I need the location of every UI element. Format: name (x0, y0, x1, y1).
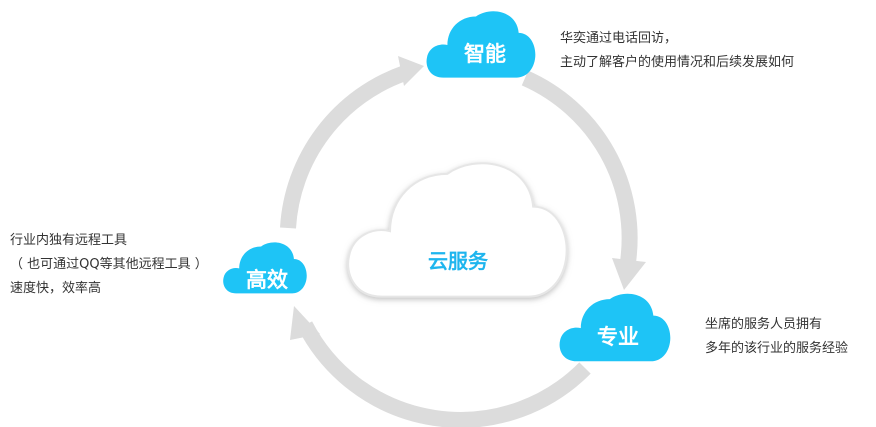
professional-description: 坐席的服务人员拥有 多年的该行业的服务经验 (705, 313, 848, 361)
desc-line: 多年的该行业的服务经验 (705, 341, 849, 356)
smart-description: 华奕通过电话回访， 主动了解客户的使用情况和后续发展如何 (560, 27, 794, 75)
node-smart-label: 智能 (464, 42, 506, 66)
arrowhead-right (398, 56, 424, 86)
arrow-professional-to-efficient (297, 321, 591, 427)
arrowhead-up-left (290, 306, 320, 340)
desc-line: 速度快，效率高 (10, 281, 102, 296)
center-cloud (347, 162, 568, 298)
desc-line: 行业内独有远程工具 (10, 233, 128, 248)
desc-line: 坐席的服务人员拥有 (705, 317, 823, 332)
arrow-efficient-to-smart (280, 65, 408, 229)
desc-line: 华奕通过电话回访， (560, 31, 678, 46)
node-efficient-label: 高效 (246, 268, 288, 292)
arrow-smart-to-professional (521, 70, 638, 264)
efficient-description: 行业内独有远程工具 （ 也可通过QQ等其他远程工具 ） 速度快，效率高 (10, 229, 208, 301)
desc-line: （ 也可通过QQ等其他远程工具 ） (10, 257, 208, 272)
center-label: 云服务 (428, 249, 488, 273)
node-professional-label: 专业 (597, 325, 639, 349)
desc-line: 主动了解客户的使用情况和后续发展如何 (560, 55, 795, 70)
arrowhead-down (612, 258, 646, 290)
